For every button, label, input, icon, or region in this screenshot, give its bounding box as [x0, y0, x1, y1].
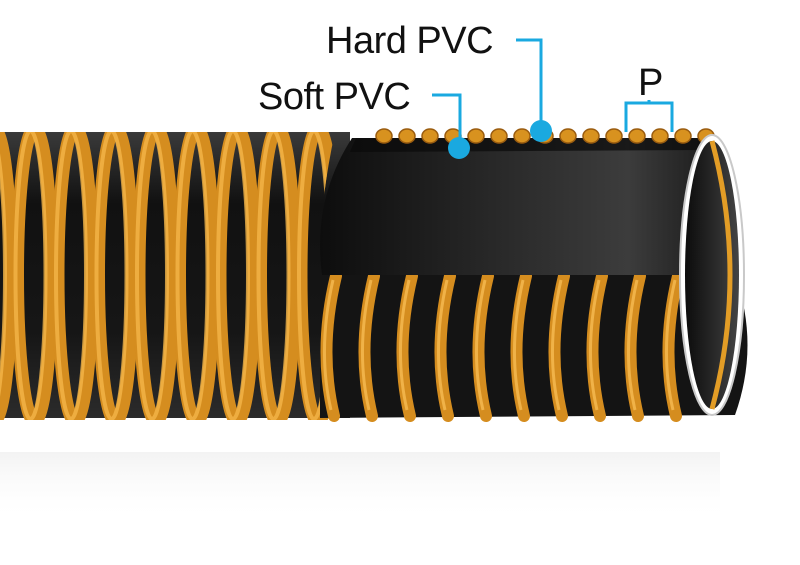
lower-spiral-highlight — [475, 279, 487, 411]
lower-spiral-ring — [662, 270, 684, 422]
hard-pvc-bead — [674, 128, 692, 144]
hose-end-cut-edge — [709, 140, 733, 410]
floor-reflection — [0, 452, 720, 522]
hard-pvc-bead-row — [375, 128, 715, 144]
label-soft-pvc: Soft PVC — [258, 76, 411, 118]
hard-pvc-bead — [628, 128, 646, 144]
spiral-ring-highlight — [135, 132, 169, 420]
callout-soft-pvc — [432, 93, 462, 146]
spiral-ring-highlight — [54, 132, 88, 420]
lower-spiral-highlight — [323, 279, 335, 411]
lower-spiral-highlight — [665, 279, 677, 411]
spiral-ring-highlight — [94, 132, 129, 420]
hard-pvc-bead — [421, 128, 439, 144]
lower-spiral-ring — [472, 270, 494, 422]
hard-pvc-bead — [398, 128, 416, 144]
spiral-ring-highlight — [0, 132, 7, 420]
lower-spiral-ring — [396, 270, 418, 422]
spiral-ring-highlight — [256, 132, 291, 420]
lower-spiral-ring — [624, 270, 646, 422]
pitch-bracket — [624, 100, 674, 132]
callout-hard-pvc — [516, 38, 543, 128]
hard-pvc-bead — [605, 128, 623, 144]
spiral-ring-highlight — [13, 132, 48, 420]
label-pitch: P — [638, 62, 663, 104]
lower-spiral-ring — [358, 270, 380, 422]
hard-pvc-bead — [467, 128, 485, 144]
hard-pvc-bead — [582, 128, 600, 144]
label-hard-pvc: Hard PVC — [326, 20, 494, 62]
lower-spiral-highlight — [437, 279, 449, 411]
lower-spiral-rings — [320, 270, 684, 422]
hard-pvc-bead — [490, 128, 508, 144]
callout-soft-pvc-marker — [448, 137, 470, 159]
lower-spiral-ring — [320, 270, 342, 422]
callout-hard-pvc-marker — [530, 120, 552, 142]
lower-spiral-ring — [548, 270, 570, 422]
lower-spiral-ring — [434, 270, 456, 422]
spiral-ring-highlight — [216, 132, 250, 420]
lower-spiral-highlight — [361, 279, 373, 411]
hard-pvc-bead — [513, 128, 531, 144]
lower-spiral-ring — [586, 270, 608, 422]
inner-wall-soft-pvc — [320, 138, 731, 275]
lower-spiral-ring — [510, 270, 532, 422]
lower-spiral-highlight — [551, 279, 563, 411]
hard-pvc-bead — [559, 128, 577, 144]
spiral-ring-highlight — [175, 132, 210, 420]
lower-spiral-highlight — [399, 279, 411, 411]
lower-spiral-highlight — [513, 279, 525, 411]
hard-pvc-bead — [651, 128, 669, 144]
lower-spiral-highlight — [627, 279, 639, 411]
lower-spiral-highlight — [589, 279, 601, 411]
hard-pvc-bead — [375, 128, 393, 144]
hose-lower-body — [320, 275, 748, 418]
